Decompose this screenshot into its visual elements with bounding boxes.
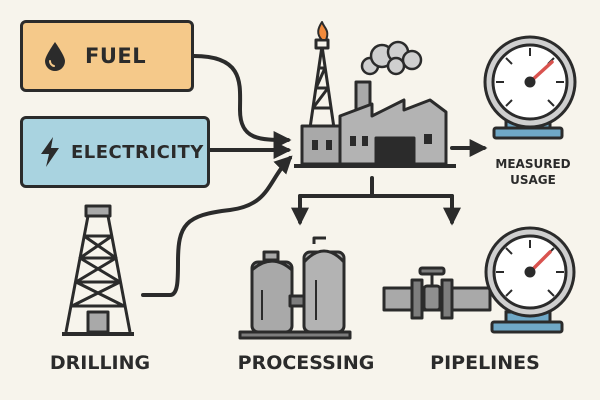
electricity-label: ELECTRICITY [71, 141, 204, 163]
factory-left-building [300, 124, 344, 166]
droplet-icon [43, 40, 67, 72]
connector-arrows [141, 54, 488, 297]
fuel-input-box: FUEL [20, 20, 194, 92]
flame-icon [317, 21, 329, 41]
smoke-icon [360, 40, 423, 76]
factory-main-building [338, 98, 448, 166]
measured-usage-line1: MEASURED [495, 157, 571, 171]
electricity-input-box: ELECTRICITY [20, 116, 210, 188]
factory-plant [294, 21, 456, 168]
measured-usage-line2: USAGE [510, 173, 556, 187]
pressure-gauge-top [483, 35, 577, 140]
drilling-rig-icon [62, 204, 134, 336]
processing-label: PROCESSING [237, 352, 375, 374]
arrow-plant-split [298, 176, 454, 198]
lightning-bolt-icon [39, 136, 61, 168]
arrow-drilling-to-plant [141, 155, 293, 297]
drilling-label: DRILLING [49, 352, 151, 374]
pressure-gauge-bottom [484, 226, 576, 334]
fuel-label: FUEL [85, 44, 147, 68]
processing-tanks-icon [238, 236, 352, 340]
pipelines-label: PIPELINES [430, 352, 540, 374]
pipeline-icon [382, 266, 492, 320]
arrow-fuel-to-plant [192, 54, 292, 149]
plant-derrick-icon [308, 38, 336, 129]
factory-door [374, 136, 416, 166]
measured-usage-label: MEASURED USAGE [485, 156, 581, 188]
